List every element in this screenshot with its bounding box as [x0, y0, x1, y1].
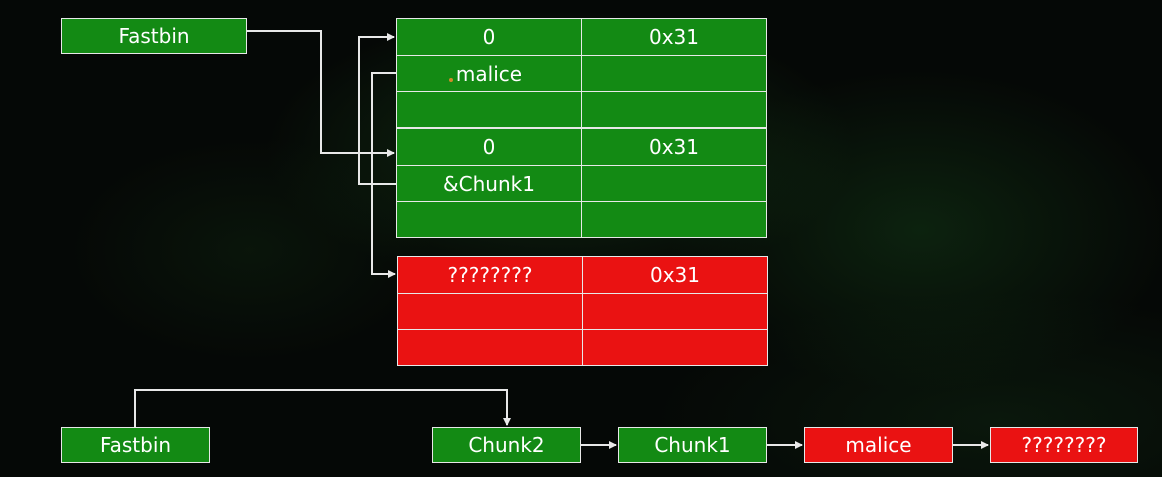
fastbin-head-label: Fastbin — [118, 24, 190, 48]
list-node-unknown: ???????? — [990, 427, 1138, 463]
arrow-chunk2-fd-to-chunk1 — [358, 33, 396, 185]
list-node-chunk1: Chunk1 — [618, 427, 767, 463]
chunk-cell-prevsize: ???????? — [397, 256, 583, 294]
chunk-cell-data — [582, 329, 768, 366]
list-node-label: ???????? — [1021, 433, 1107, 457]
list-node-label: malice — [845, 433, 912, 457]
chunk-block-top: 0 0x31 malice — [396, 18, 767, 128]
chunk-cell-bk — [581, 55, 767, 92]
chunk-cell-size: 0x31 — [581, 128, 767, 166]
chunk-cell-data — [396, 201, 582, 238]
list-node-label: Chunk2 — [468, 433, 545, 457]
chunk-block-fake: ???????? 0x31 — [397, 256, 768, 366]
chunk-cell-data — [581, 91, 767, 128]
chunk-cell-size: 0x31 — [581, 18, 767, 56]
list-fastbin-label: Fastbin — [99, 433, 172, 457]
cursor-dot — [449, 78, 453, 82]
list-node-malice: malice — [804, 427, 953, 463]
chunk-cell-data — [397, 329, 583, 366]
list-node-chunk2: Chunk2 — [432, 427, 581, 463]
chunk-cell-data — [581, 201, 767, 238]
chunk-cell-fd — [397, 293, 583, 330]
chunk-block-middle: 0 0x31 &Chunk1 — [396, 128, 767, 238]
chunk-cell-data — [396, 91, 582, 128]
arrow-list-fastbin-to-chunk2 — [134, 389, 511, 427]
list-fastbin-box: Fastbin — [61, 427, 210, 463]
arrow-chunk1-fd-to-malice — [371, 72, 396, 278]
list-node-label: Chunk1 — [654, 433, 731, 457]
chunk-cell-fd: &Chunk1 — [396, 165, 582, 202]
chunk-cell-size: 0x31 — [582, 256, 768, 294]
arrow-fastbin-to-chunk2 — [247, 30, 395, 157]
fastbin-head-box: Fastbin — [61, 18, 247, 54]
